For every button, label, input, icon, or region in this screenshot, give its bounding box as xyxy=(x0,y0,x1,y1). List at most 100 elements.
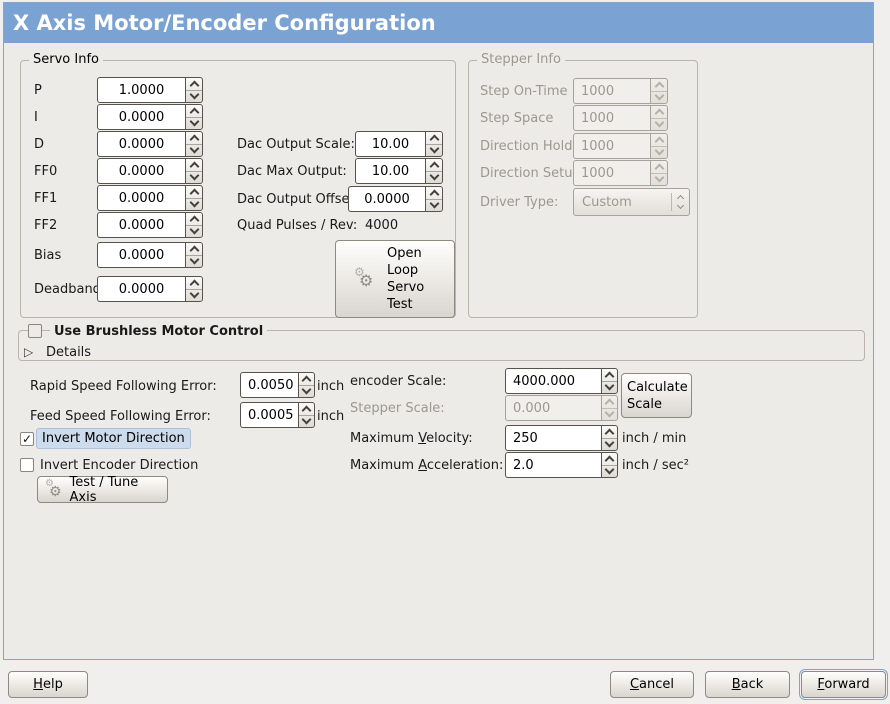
spin-up-button[interactable] xyxy=(299,403,314,416)
stepper-scale-input: 0.000 xyxy=(505,395,601,421)
dac-output-offset-spinbox[interactable]: 0.0000 xyxy=(348,186,443,212)
spin-down-button[interactable] xyxy=(299,384,314,398)
spin-up-button[interactable] xyxy=(186,78,202,91)
d-spinbox[interactable]: 0.0000 xyxy=(97,131,203,157)
deadband-spinbox[interactable]: 0.0000 xyxy=(97,276,203,302)
chevron-down-icon xyxy=(429,170,439,181)
forward-button[interactable]: Forward xyxy=(801,671,886,698)
p-spinbox[interactable]: 1.0000 xyxy=(97,77,203,103)
invert-motor-direction-label[interactable]: Invert Motor Direction xyxy=(36,428,191,449)
spin-down-button xyxy=(651,145,667,159)
spin-down-button[interactable] xyxy=(186,288,202,302)
rapid-following-error-spinbox[interactable]: 0.0050 xyxy=(240,372,315,398)
dac-max-output-input[interactable]: 10.00 xyxy=(355,158,425,184)
spin-up-button[interactable] xyxy=(602,426,617,439)
spin-up-button[interactable] xyxy=(186,132,202,145)
p-input[interactable]: 1.0000 xyxy=(97,77,185,103)
cancel-button[interactable]: Cancel xyxy=(610,671,694,698)
ff0-spinbox[interactable]: 0.0000 xyxy=(97,158,203,184)
invert-encoder-direction-checkbox[interactable] xyxy=(20,458,34,472)
chevron-down-icon xyxy=(429,143,439,154)
feed-following-error-label: Feed Speed Following Error: xyxy=(30,409,211,424)
spin-down-button[interactable] xyxy=(186,224,202,238)
spin-down-button[interactable] xyxy=(186,254,202,268)
ff2-spinbox[interactable]: 0.0000 xyxy=(97,212,203,238)
spin-up-button[interactable] xyxy=(186,243,202,256)
invert-motor-direction-checkbox[interactable]: ✓ xyxy=(20,432,34,446)
encoder-scale-input[interactable]: 4000.000 xyxy=(505,368,601,394)
ff1-label: FF1 xyxy=(34,191,58,206)
spin-up-button[interactable] xyxy=(186,186,202,199)
direction-hold-input: 1000 xyxy=(573,133,650,159)
bias-spinbox[interactable]: 0.0000 xyxy=(97,242,203,268)
expander-icon[interactable]: ▷ xyxy=(24,345,34,359)
bias-input[interactable]: 0.0000 xyxy=(97,242,185,268)
spin-up-button[interactable] xyxy=(602,453,617,466)
d-input[interactable]: 0.0000 xyxy=(97,131,185,157)
ff2-input[interactable]: 0.0000 xyxy=(97,212,185,238)
deadband-input[interactable]: 0.0000 xyxy=(97,276,185,302)
rapid-following-error-input[interactable]: 0.0050 xyxy=(240,372,298,398)
spin-down-button[interactable] xyxy=(426,143,442,157)
test-tune-axis-button[interactable]: ⚙⚙ Test / Tune Axis xyxy=(37,475,168,505)
encoder-scale-label: encoder Scale: xyxy=(350,374,447,389)
spin-down-button[interactable] xyxy=(299,414,314,428)
ff0-input[interactable]: 0.0000 xyxy=(97,158,185,184)
cancel-button-label: Cancel xyxy=(629,677,675,692)
spin-down-button[interactable] xyxy=(426,170,442,184)
brushless-frame xyxy=(18,330,865,361)
dac-output-scale-spinbox[interactable]: 10.00 xyxy=(355,131,443,157)
spin-down-button[interactable] xyxy=(602,464,617,478)
quad-pulses-label: Quad Pulses / Rev: xyxy=(237,218,358,233)
spin-up-button[interactable] xyxy=(426,187,442,200)
quad-pulses-value: 4000 xyxy=(365,218,399,233)
spin-down-button[interactable] xyxy=(602,380,617,394)
dac-max-output-spinbox[interactable]: 10.00 xyxy=(355,158,443,184)
direction-hold-label: Direction Hold xyxy=(480,139,573,154)
spin-up-button[interactable] xyxy=(186,159,202,172)
spin-down-button[interactable] xyxy=(186,116,202,130)
maximum-acceleration-spinbox[interactable]: 2.0 xyxy=(505,452,618,478)
spin-up-button[interactable] xyxy=(299,373,314,386)
i-spinbox[interactable]: 0.0000 xyxy=(97,104,203,130)
spin-up-button[interactable] xyxy=(426,132,442,145)
direction-setup-label: Direction Setup xyxy=(480,166,581,181)
spin-up-button[interactable] xyxy=(186,213,202,226)
feed-following-error-input[interactable]: 0.0005 xyxy=(240,402,298,428)
maximum-velocity-label: Maximum Velocity: xyxy=(350,431,473,446)
step-space-spinbox: 1000 xyxy=(573,105,668,131)
rapid-following-error-unit: inch xyxy=(317,379,345,394)
spin-down-button[interactable] xyxy=(426,198,442,212)
feed-following-error-spinbox[interactable]: 0.0005 xyxy=(240,402,315,428)
spin-down-button[interactable] xyxy=(186,197,202,211)
details-expander-label[interactable]: Details xyxy=(46,345,92,360)
maximum-velocity-input[interactable]: 250 xyxy=(505,425,601,451)
open-loop-servo-test-button[interactable]: ⚙⚙ Open Loop Servo Test xyxy=(335,240,455,318)
maximum-acceleration-input[interactable]: 2.0 xyxy=(505,452,601,478)
step-on-time-input: 1000 xyxy=(573,78,650,104)
spin-down-button[interactable] xyxy=(602,437,617,451)
invert-encoder-direction-label[interactable]: Invert Encoder Direction xyxy=(40,458,199,473)
spin-down-button xyxy=(651,117,667,131)
back-button[interactable]: Back xyxy=(705,671,790,698)
spin-down-button xyxy=(651,90,667,104)
maximum-velocity-spinbox[interactable]: 250 xyxy=(505,425,618,451)
spin-down-button[interactable] xyxy=(186,89,202,103)
spin-up-button[interactable] xyxy=(186,105,202,118)
i-input[interactable]: 0.0000 xyxy=(97,104,185,130)
ff1-input[interactable]: 0.0000 xyxy=(97,185,185,211)
help-button[interactable]: Help xyxy=(8,671,88,698)
step-space-label: Step Space xyxy=(480,111,554,126)
spin-up-button[interactable] xyxy=(186,277,202,290)
spin-up-button[interactable] xyxy=(602,369,617,382)
encoder-scale-spinbox[interactable]: 4000.000 xyxy=(505,368,618,394)
dac-output-scale-input[interactable]: 10.00 xyxy=(355,131,425,157)
spin-down-button[interactable] xyxy=(186,143,202,157)
chevron-down-icon xyxy=(654,172,664,183)
spin-down-button[interactable] xyxy=(186,170,202,184)
dac-output-offset-input[interactable]: 0.0000 xyxy=(348,186,425,212)
ff1-spinbox[interactable]: 0.0000 xyxy=(97,185,203,211)
use-brushless-checkbox[interactable] xyxy=(28,324,42,338)
spin-up-button[interactable] xyxy=(426,159,442,172)
calculate-scale-button[interactable]: Calculate Scale xyxy=(621,373,692,418)
